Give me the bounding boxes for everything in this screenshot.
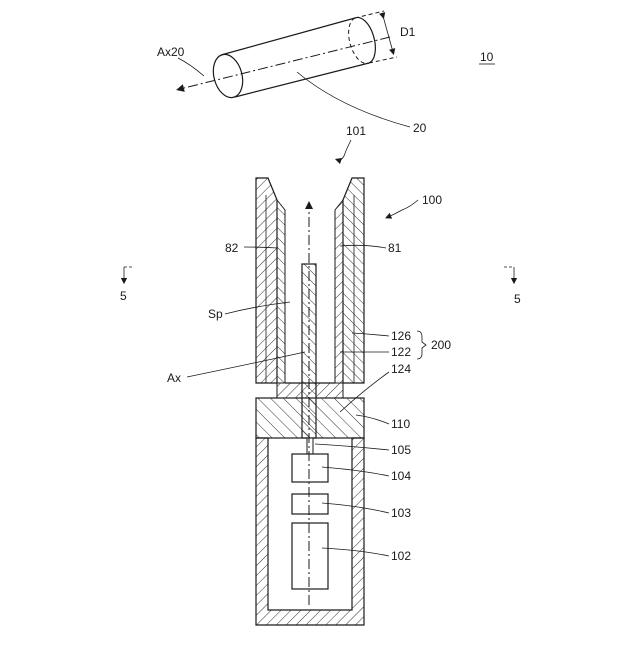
arrow-101 (338, 140, 351, 160)
cylinder-back-hidden (349, 18, 369, 64)
axis-ax20 (180, 37, 390, 89)
label-ax20: Ax20 (157, 45, 185, 59)
figure-number: 10 (480, 50, 494, 64)
d1-dimension-line (383, 16, 393, 52)
cylinder-top-edge (221, 18, 355, 55)
leader-ax20 (178, 58, 204, 76)
left-inner-liner (277, 200, 285, 383)
label-126: 126 (391, 329, 411, 343)
label-82: 82 (225, 241, 239, 255)
arrow-100 (388, 200, 418, 217)
label-104: 104 (391, 469, 411, 483)
label-100: 100 (422, 193, 442, 207)
label-103: 103 (391, 506, 411, 520)
section-right-number: 5 (514, 292, 521, 306)
label-d1: D1 (400, 25, 416, 39)
label-ax: Ax (167, 371, 181, 385)
brace-200 (417, 331, 426, 359)
cylinder-back-end (355, 17, 375, 63)
label-sp: Sp (208, 307, 223, 321)
section-marker-right (504, 267, 514, 281)
label-122: 122 (391, 345, 411, 359)
left-outer-wall (256, 178, 277, 383)
cylinder-20 (180, 11, 397, 101)
label-102: 102 (391, 549, 411, 563)
d1-extension-top (355, 11, 384, 18)
label-200: 200 (431, 338, 451, 352)
cylinder-front-face (209, 51, 247, 101)
component-103 (292, 494, 328, 514)
wire-105 (307, 438, 313, 454)
label-105: 105 (391, 443, 411, 457)
cylinder-bottom-edge (235, 63, 369, 97)
label-81: 81 (388, 241, 402, 255)
leader-20 (297, 72, 410, 127)
component-104 (292, 454, 328, 482)
leader-ax (187, 352, 305, 377)
label-110: 110 (391, 417, 410, 431)
holder-100 (256, 178, 364, 625)
section-marker-left (124, 267, 133, 281)
label-20: 20 (413, 121, 427, 135)
label-101: 101 (346, 124, 366, 138)
right-inner-liner (335, 200, 343, 383)
section-left-number: 5 (120, 289, 127, 303)
label-124: 124 (391, 362, 411, 376)
component-102 (292, 523, 328, 589)
